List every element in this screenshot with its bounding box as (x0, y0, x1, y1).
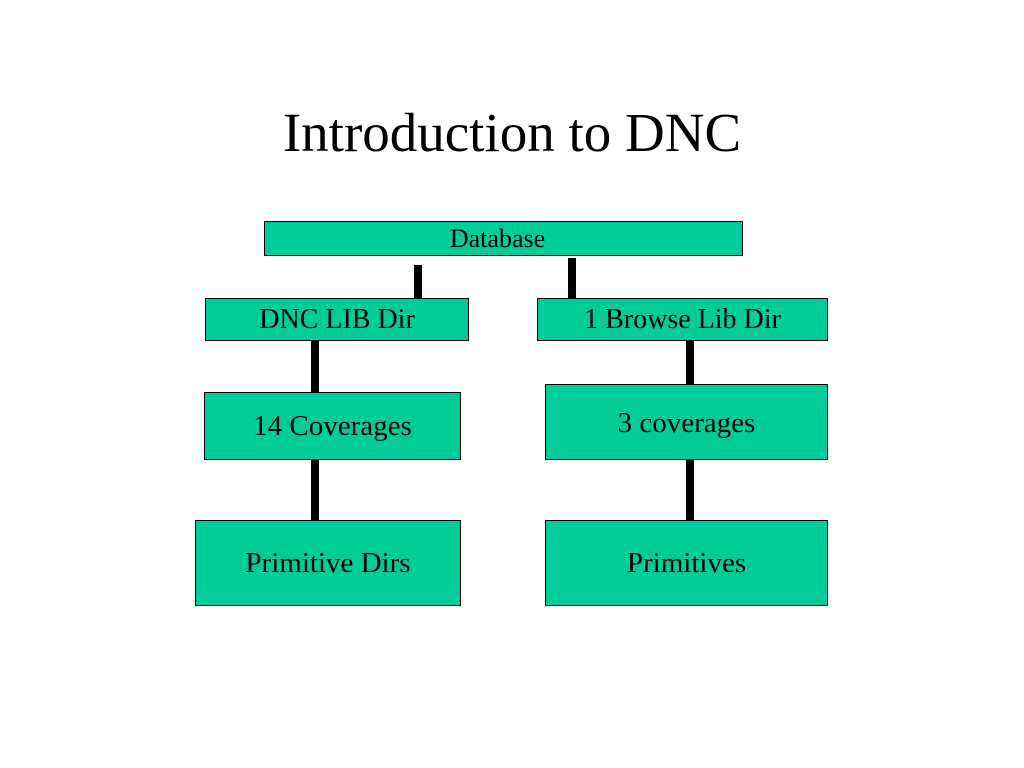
connector-coverages-primitive-dirs (311, 460, 319, 520)
connector-database-dnc-lib-dir (414, 265, 422, 298)
node-primitive-dirs: Primitive Dirs (195, 520, 461, 606)
node-3-coverages: 3 coverages (545, 384, 828, 460)
node-primitive-dirs-label: Primitive Dirs (245, 546, 411, 579)
node-3-coverages-label: 3 coverages (617, 407, 756, 439)
node-dnc-lib-dir-label: DNC LIB Dir (259, 303, 415, 335)
node-primitives-label: Primitives (626, 546, 747, 579)
connector-browse-lib-dir-coverages (686, 341, 694, 384)
node-database-label: Database (449, 224, 546, 253)
connector-coverages-primitives (686, 460, 694, 520)
node-14-coverages-label: 14 Coverages (253, 409, 412, 442)
node-primitives: Primitives (545, 520, 828, 606)
node-dnc-lib-dir: DNC LIB Dir (205, 298, 469, 341)
node-browse-lib-dir-label: 1 Browse Lib Dir (584, 303, 781, 335)
node-database: Database (264, 221, 743, 256)
node-14-coverages: 14 Coverages (204, 392, 461, 460)
connector-database-browse-lib-dir (568, 258, 576, 298)
connector-dnc-lib-dir-coverages (311, 341, 319, 392)
slide-title: Introduction to DNC (282, 102, 742, 163)
node-browse-lib-dir: 1 Browse Lib Dir (537, 298, 828, 341)
